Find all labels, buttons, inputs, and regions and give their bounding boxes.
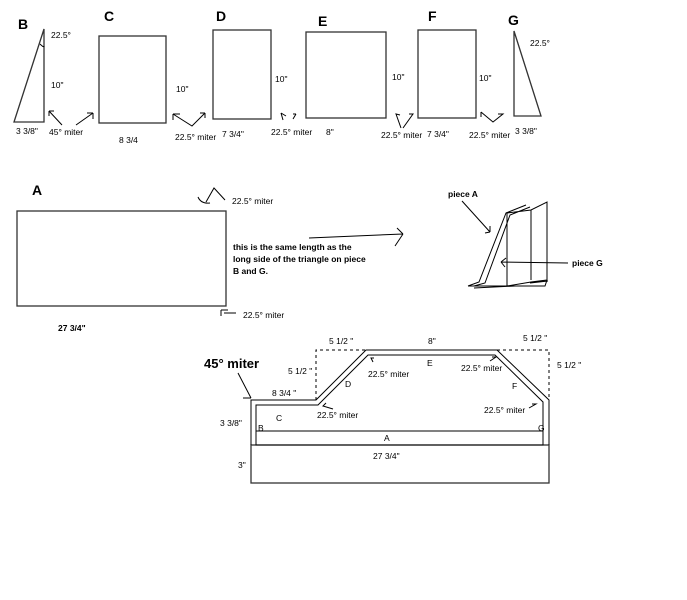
label-e: E <box>427 358 433 368</box>
piece-b-height: 10" <box>51 80 63 90</box>
note-line-2: long side of the triangle on piece <box>233 254 366 264</box>
label-f: F <box>512 381 517 391</box>
arrow-right-icon <box>308 227 404 247</box>
piece-g-base: 3 3/8" <box>515 126 537 136</box>
piece-a-miter-top: 22.5° miter <box>232 196 273 206</box>
miter-label-de: 22.5° miter <box>368 369 409 379</box>
piece-f-label: F <box>428 8 437 24</box>
assembly-diagram: 45° miter 8 3/4 " 5 1/2 " 5 1/2 " 8" 5 1… <box>204 333 581 484</box>
sketch-lines <box>467 201 549 289</box>
miter-arrow-icon <box>197 187 226 204</box>
piece-f-height-right: 10" <box>479 73 491 83</box>
piece-g-label: G <box>508 12 519 28</box>
angle-arc <box>39 43 45 48</box>
piece-a-assembled <box>255 430 544 446</box>
piece-c-width: 8 3/4 <box>119 135 138 145</box>
piece-e-miter: 22.5° miter <box>271 127 312 137</box>
arrow-icon <box>500 257 569 268</box>
miter-label-ef: 22.5° miter <box>461 363 502 373</box>
f-run-label: 5 1/2 " <box>523 333 547 343</box>
piece-a: A 22.5° miter 22.5° miter 27 3/4" this i… <box>16 182 404 333</box>
miter-arrows-icon <box>172 112 206 127</box>
piece-f-height-left: 10" <box>392 72 404 82</box>
piece-d-label: D <box>216 8 226 24</box>
d-rise-label: 5 1/2 " <box>288 366 312 376</box>
base-board <box>250 444 550 484</box>
miter-arrows-icon <box>48 110 94 126</box>
piece-g-angle: 22.5° <box>530 38 550 48</box>
arrow-icon <box>461 200 491 234</box>
d-run-label: 5 1/2 " <box>329 336 353 346</box>
miter-arrows-icon <box>322 356 538 410</box>
piece-b-label: B <box>18 16 28 32</box>
piece-d-miter: 22.5° miter <box>175 132 216 142</box>
piece-d-width: 7 3/4" <box>222 129 244 139</box>
note-line-3: B and G. <box>233 266 268 276</box>
piece-a-rect <box>16 210 227 307</box>
piece-g: G 22.5° 3 3/8" <box>508 12 550 136</box>
piece-c: C 10" 8 3/4 <box>98 8 206 145</box>
piece-a-sketch-label: piece A <box>448 189 478 199</box>
dimension-guides <box>315 349 550 400</box>
piece-f-width: 7 3/4" <box>427 129 449 139</box>
c-width-label: 8 3/4 " <box>272 388 296 398</box>
base-height-label: 3" <box>238 460 246 470</box>
miter-arrows-icon <box>395 111 505 129</box>
label-g: G <box>538 423 545 433</box>
label-d: D <box>345 379 351 389</box>
arrow-icon <box>237 372 252 399</box>
note-line-1: this is the same length as the <box>233 242 352 252</box>
miter-arrows-icon <box>280 112 297 121</box>
piece-b-triangle <box>13 28 45 123</box>
miter-label-fg: 22.5° miter <box>484 405 525 415</box>
label-b: B <box>258 423 264 433</box>
height-bg-label: 3 3/8" <box>220 418 242 428</box>
piece-e: E 22.5° miter 8" <box>271 13 387 137</box>
piece-b-base: 3 3/8" <box>16 126 38 136</box>
miter-arrow-icon <box>220 309 236 316</box>
profile-inner <box>255 354 544 445</box>
piece-a-label: A <box>32 182 42 198</box>
piece-g-triangle <box>513 30 542 117</box>
piece-e-rect <box>305 31 387 119</box>
piece-c-label: C <box>104 8 114 24</box>
piece-f-miter-right: 22.5° miter <box>469 130 510 140</box>
piece-b-angle: 22.5° <box>51 30 71 40</box>
piece-f-miter-left: 22.5° miter <box>381 130 422 140</box>
piece-b: B 22.5° 10" 3 3/8" 45° miter <box>13 16 94 137</box>
profile-outer <box>250 349 550 445</box>
f-rise-label: 5 1/2 " <box>557 360 581 370</box>
piece-c-rect <box>98 35 167 124</box>
piece-g-sketch-label: piece G <box>572 258 603 268</box>
miter-45-label: 45° miter <box>204 356 259 371</box>
piece-f: F 10" 10" 22.5° miter 7 3/4" 22.5° miter <box>381 8 510 140</box>
label-a: A <box>384 433 390 443</box>
piece-f-rect <box>417 29 477 119</box>
piece-c-height: 10" <box>176 84 188 94</box>
piece-a-length: 27 3/4" <box>58 323 86 333</box>
miter-label-cd: 22.5° miter <box>317 410 358 420</box>
e-width-label: 8" <box>428 336 436 346</box>
piece-e-label: E <box>318 13 327 29</box>
length-label: 27 3/4" <box>373 451 400 461</box>
perspective-sketch: piece A piece G <box>448 189 603 289</box>
piece-d: D 10" 22.5° miter 7 3/4" <box>175 8 297 142</box>
piece-d-height: 10" <box>275 74 287 84</box>
piece-a-miter-bottom: 22.5° miter <box>243 310 284 320</box>
label-c: C <box>276 413 282 423</box>
piece-e-width: 8" <box>326 127 334 137</box>
piece-d-rect <box>212 29 272 120</box>
piece-b-miter: 45° miter <box>49 127 83 137</box>
